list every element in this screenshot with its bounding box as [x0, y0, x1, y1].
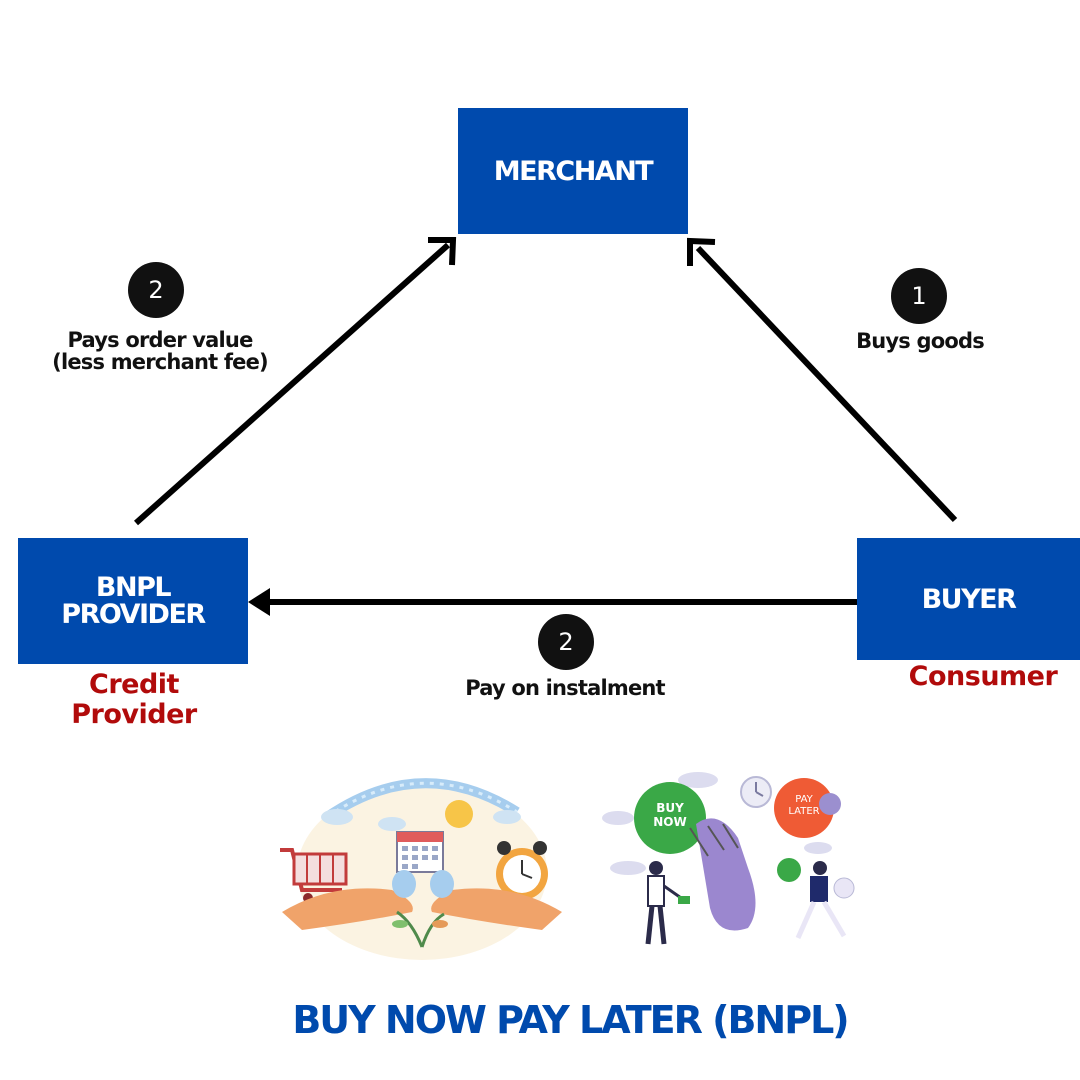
buyer-label: BUYER [921, 583, 1017, 615]
merchant-label: MERCHANT [493, 155, 654, 187]
arrow-bnpl-to-merchant [134, 237, 457, 526]
credit-provider-line1: Credit [89, 669, 179, 700]
calendar-icon [396, 831, 444, 873]
dollar-coin-icon [777, 858, 801, 882]
person-left-icon [645, 861, 690, 945]
bnpl-label-line2: PROVIDER [61, 599, 206, 630]
pay-later-bubble [774, 778, 834, 838]
buy-now-pay-later-illustration: BUY NOW PAY LATER [598, 768, 866, 950]
person-right-icon [795, 861, 847, 940]
buyer-box: BUYER [857, 538, 1080, 660]
buys-goods-label: Buys goods [856, 329, 985, 353]
bnpl-provider-box: BNPL PROVIDER [18, 538, 248, 664]
buy-now-bubble [634, 782, 706, 854]
step-number-badge: 1 [891, 268, 947, 324]
pay-later-line2: LATER [788, 806, 820, 817]
bnpl-label-line1: BNPL [95, 572, 172, 603]
buy-now-line1: BUY [656, 801, 684, 815]
step-number-badge: 2 [128, 262, 184, 318]
pay-later-line1: PAY [795, 794, 813, 805]
arrow-buyer-to-bnpl [248, 588, 862, 616]
buy-now-line2: NOW [653, 814, 687, 829]
sun-icon [445, 800, 473, 828]
credit-provider-line2: Provider [71, 699, 197, 731]
pay-on-instalment-label: Pay on instalment [465, 676, 665, 700]
buy-now-text: BUY NOW [638, 801, 702, 830]
alarm-clock-icon [496, 841, 548, 900]
cloud-icon [321, 809, 521, 831]
merchant-box: MERCHANT [458, 108, 688, 234]
pointing-hand-icon [696, 818, 756, 931]
pays-order-value-line1: Pays order value [67, 328, 253, 352]
bnpl-scene-icon [602, 772, 855, 945]
consumer-label: Consumer [908, 661, 1058, 692]
plant-icon [392, 910, 448, 948]
arrow-buyer-to-merchant [687, 237, 958, 523]
pay-later-text: PAY LATER [776, 794, 832, 818]
step-number-badge: 2 [538, 614, 594, 670]
credit-provider-label: Credit Provider [40, 669, 228, 731]
cloud-icon [602, 772, 832, 875]
dollar-coin-icon [833, 877, 855, 899]
money-bag-icon [392, 870, 454, 898]
shopping-hands-illustration [280, 778, 562, 960]
clock-icon [740, 776, 772, 808]
dollar-coin-icon [819, 793, 841, 815]
pays-order-value-label: Pays order value (less merchant fee) [40, 329, 280, 373]
hands-icon [282, 888, 562, 930]
pays-order-value-line2: (less merchant fee) [52, 350, 269, 375]
page-title: BUY NOW PAY LATER (BNPL) [292, 998, 849, 1042]
